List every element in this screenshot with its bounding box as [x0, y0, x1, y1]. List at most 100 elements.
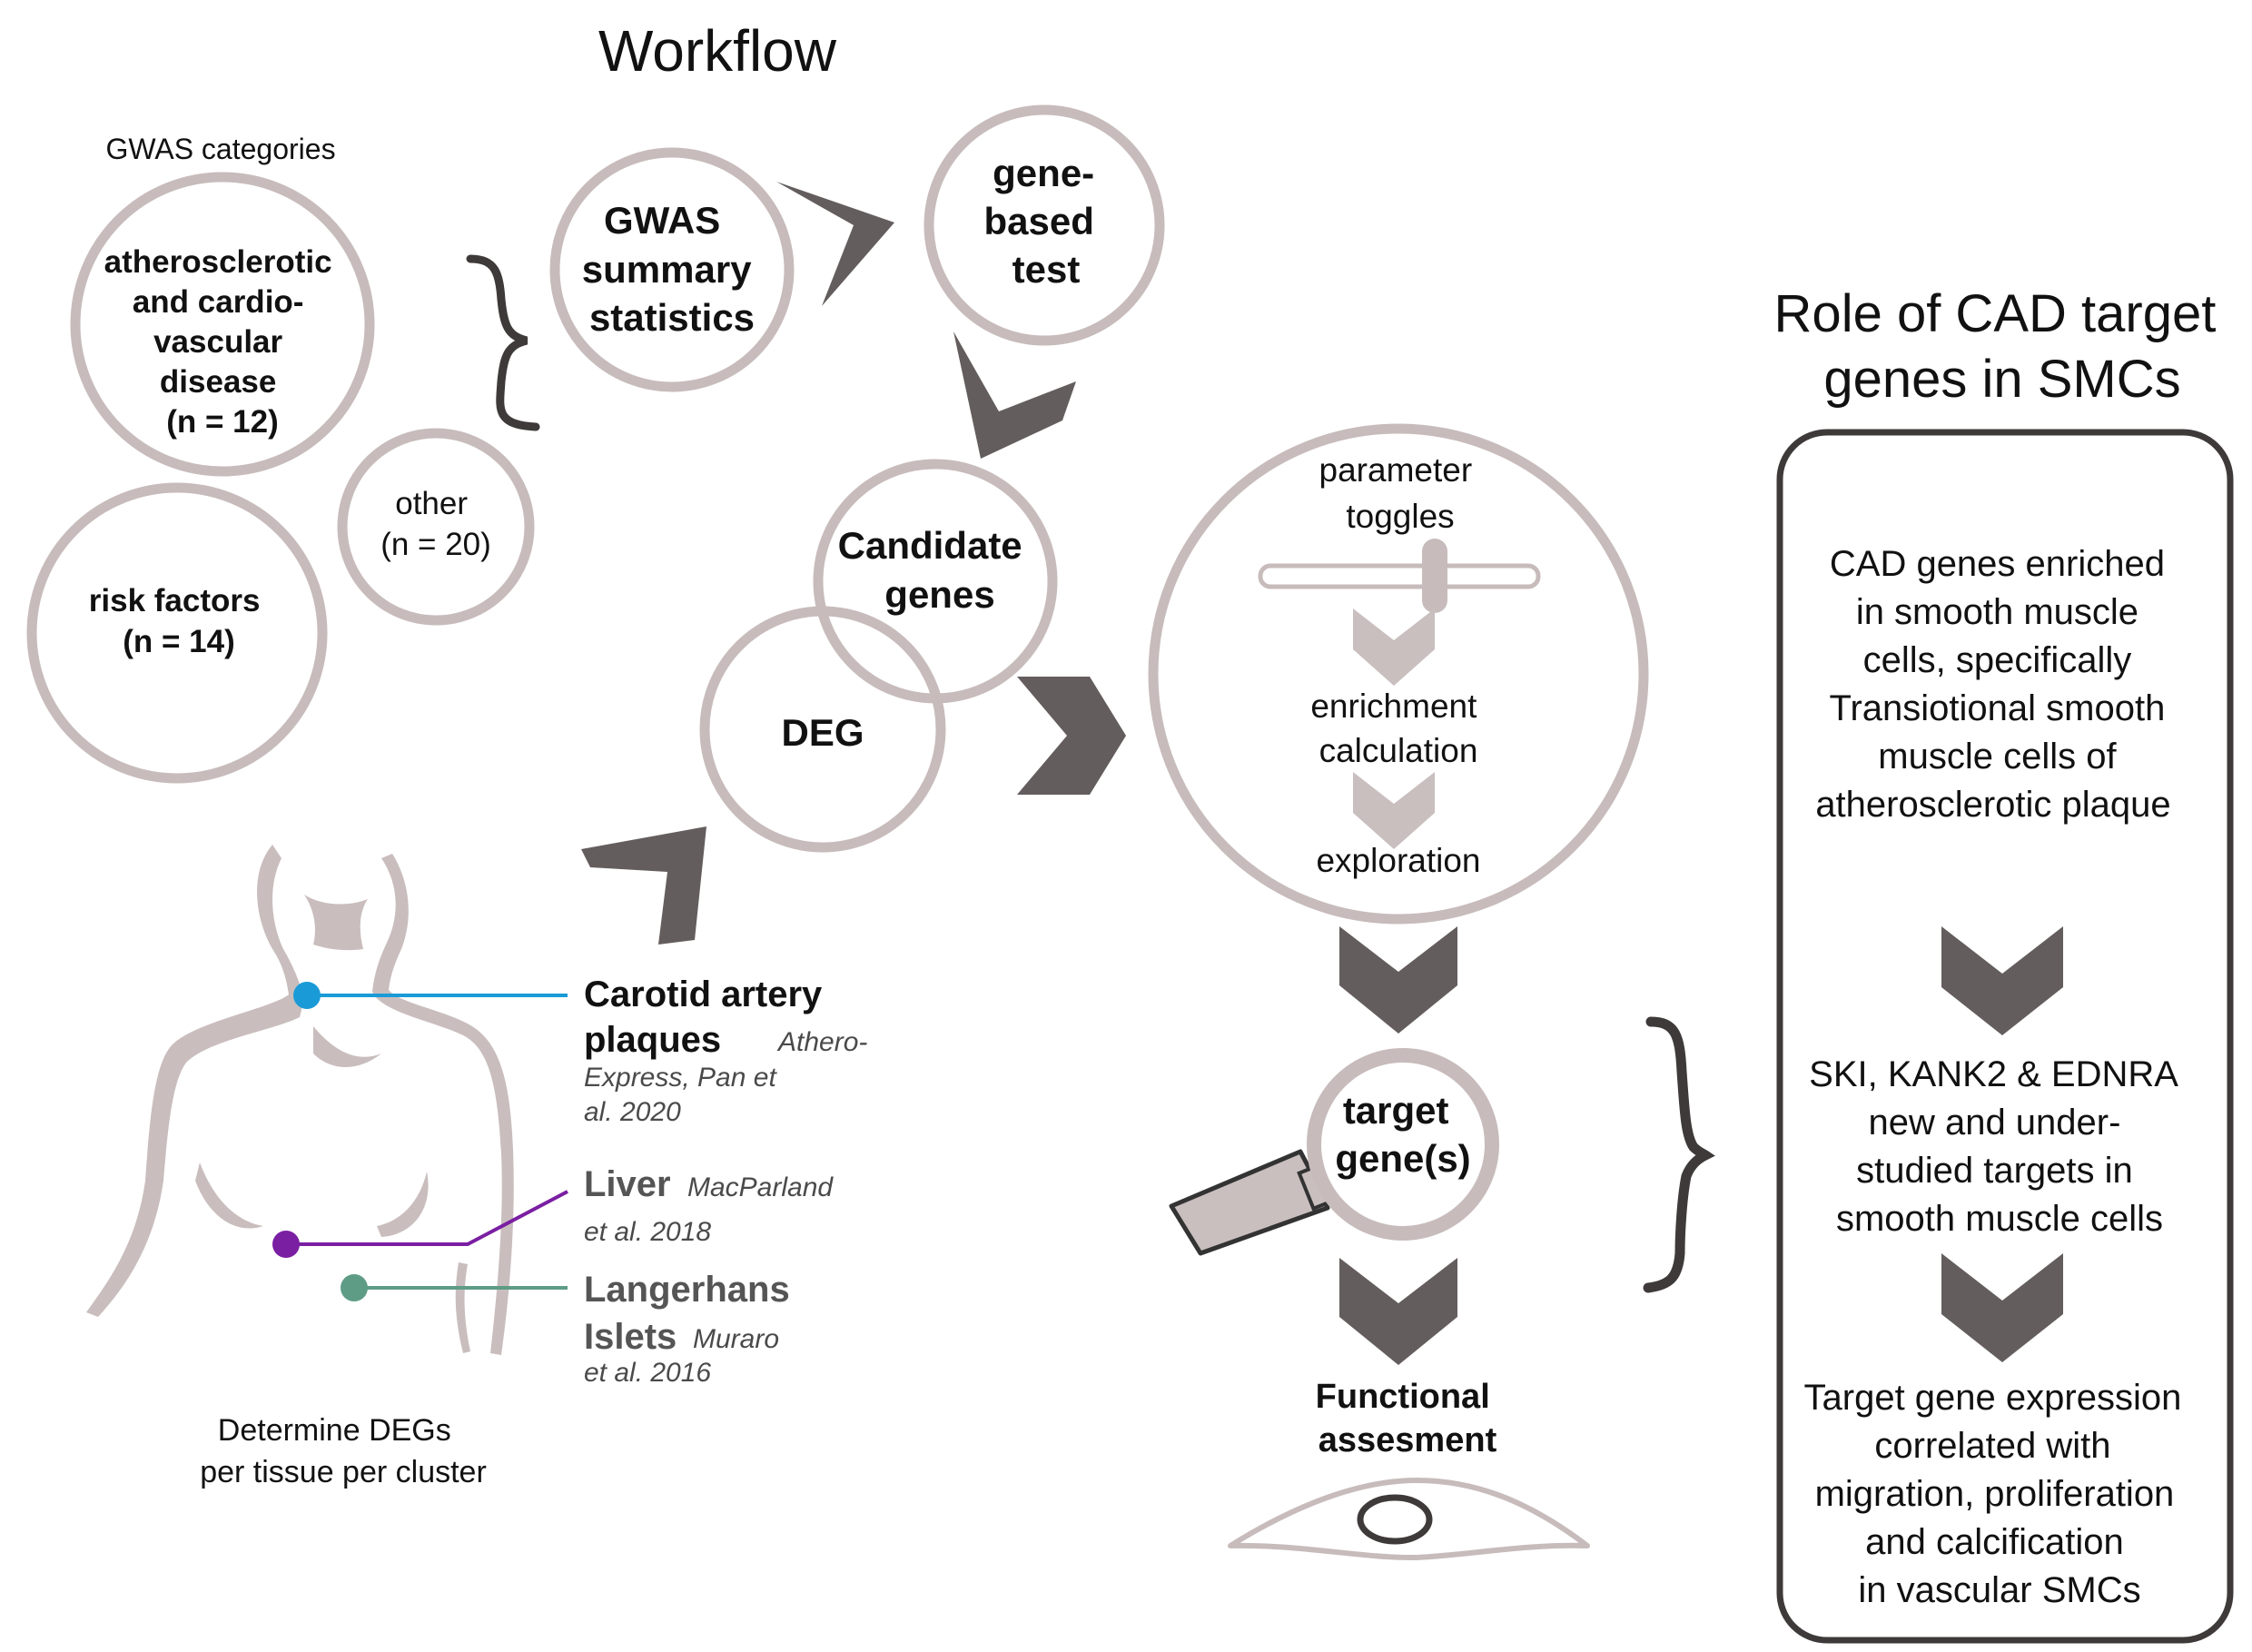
- parameter-slider-track: [1258, 563, 1541, 589]
- arrow-to-candidate-genes: [953, 331, 1076, 459]
- role-3-line-5: in vascular SMCs: [1858, 1570, 2140, 1610]
- role-2-line-1: SKI, KANK2 & EDNRA: [1809, 1054, 2178, 1094]
- smooth-muscle-cell-icon: [1228, 1478, 1590, 1561]
- athero-line-1: atherosclerotic: [104, 244, 332, 280]
- risk-line-1: risk factors: [89, 583, 261, 618]
- other-category-text: other (n = 20): [380, 486, 491, 562]
- arrow-to-target-genes: [1339, 926, 1457, 1034]
- target-line-2: gene(s): [1335, 1137, 1470, 1180]
- carotid-citation-1: Athero-: [776, 1027, 867, 1057]
- enrichment-line-2: calculation: [1319, 732, 1478, 769]
- role-arrow-2: [1941, 1253, 2063, 1362]
- athero-category-circle: [70, 172, 375, 477]
- other-category-circle: [337, 428, 535, 626]
- other-line-1: other: [395, 486, 468, 521]
- exploration-text: exploration: [1316, 842, 1480, 879]
- parameter-line-1: parameter: [1319, 451, 1473, 489]
- target-genes-text: target gene(s): [1335, 1089, 1470, 1180]
- arrow-to-enrichment: [1353, 608, 1435, 686]
- role-3-line-3: migration, proliferation: [1815, 1474, 2175, 1514]
- candidate-genes-text: Candidate genes: [838, 524, 1033, 616]
- carotid-name: Carotid artery plaques: [584, 974, 832, 1060]
- other-line-2: (n = 20): [380, 527, 491, 562]
- liver-citation-1: MacParland: [687, 1172, 834, 1202]
- arrow-to-gene-based-test: [776, 182, 894, 306]
- role-box-3-text: Target gene expression correlated with m…: [1804, 1378, 2192, 1610]
- candidate-genes-circle: [813, 459, 1058, 704]
- target-line-1: target: [1343, 1089, 1449, 1132]
- parameter-slider-handle: [1422, 539, 1447, 613]
- gbt-line-1: gene-: [993, 152, 1094, 194]
- gwas-summary-circle: [549, 147, 795, 392]
- carotid-citation-3: al. 2020: [584, 1097, 681, 1127]
- risk-factors-text: risk factors (n = 14): [89, 583, 269, 659]
- langerhans-name-line-2: Islets: [584, 1317, 677, 1357]
- role-1-line-4: Transiotional smooth: [1830, 688, 2166, 728]
- role-1-line-5: muscle cells of: [1878, 737, 2117, 777]
- risk-line-2: (n = 14): [123, 624, 235, 659]
- role-title-line-1: Role of CAD target: [1774, 284, 2217, 343]
- parameter-toggles-text: parameter toggles: [1319, 451, 1482, 535]
- role-panel: [1776, 429, 2234, 1644]
- athero-category-text: atherosclerotic and cardio- vascular dis…: [104, 244, 341, 440]
- gwas-categories-label: GWAS categories: [105, 133, 335, 165]
- role-brace: [1643, 1016, 1715, 1293]
- deg-caption: Determine DEGs per tissue per cluster: [200, 1413, 487, 1489]
- workflow-title: Workflow: [598, 18, 837, 84]
- candidate-line-1: Candidate: [838, 524, 1022, 567]
- role-1-line-1: CAD genes enriched: [1830, 544, 2165, 584]
- role-box-2-text: SKI, KANK2 & EDNRA new and under- studie…: [1809, 1054, 2187, 1239]
- arrow-to-deg: [581, 826, 706, 945]
- candidate-line-2: genes: [884, 573, 994, 616]
- langerhans-name-line-1: Langerhans: [584, 1270, 790, 1310]
- langerhans-name: Langerhans Islets: [584, 1270, 800, 1357]
- role-3-line-4: and calcification: [1865, 1522, 2124, 1562]
- gene-based-test-text: gene- based test: [983, 152, 1104, 291]
- role-box-1-text: CAD genes enriched in smooth muscle cell…: [1815, 544, 2175, 825]
- gwas-summary-text: GWAS summary statistics: [582, 199, 762, 339]
- langerhans-citation-1: Muraro: [693, 1324, 779, 1354]
- langerhans-citation-2: et al. 2016: [584, 1358, 711, 1388]
- athero-line-2: and cardio-: [133, 284, 304, 320]
- deg-label: DEG: [781, 711, 864, 754]
- analysis-circle: [1148, 423, 1649, 925]
- role-title: Role of CAD target genes in SMCs: [1774, 284, 2231, 409]
- role-2-line-2: new and under-: [1868, 1103, 2120, 1143]
- cell-nucleus-icon: [1357, 1494, 1433, 1545]
- summary-line-2: summary: [582, 248, 752, 291]
- gene-based-test-circle: [924, 104, 1165, 346]
- caption-line-1: Determine DEGs: [218, 1413, 451, 1448]
- magnifier-handle: [1169, 1149, 1330, 1256]
- categories-brace: [466, 254, 540, 431]
- enrichment-line-1: enrichment: [1310, 688, 1477, 725]
- magnifier-lens: [1307, 1048, 1499, 1241]
- caption-line-2: per tissue per cluster: [200, 1455, 487, 1489]
- enrichment-text: enrichment calculation: [1310, 688, 1486, 769]
- role-2-line-4: smooth muscle cells: [1836, 1199, 2163, 1239]
- role-1-line-6: atherosclerotic plaque: [1815, 785, 2170, 825]
- summary-line-3: statistics: [589, 296, 755, 339]
- arrow-to-exploration: [1353, 772, 1435, 849]
- carotid-name-line-1: Carotid artery: [584, 974, 823, 1014]
- functional-line-1: Functional: [1316, 1378, 1490, 1416]
- liver-line: [286, 1190, 568, 1246]
- body-silhouette: [86, 845, 514, 1355]
- arrow-to-analysis: [1017, 677, 1126, 795]
- carotid-dot: [293, 982, 321, 1009]
- athero-line-4: disease: [160, 364, 276, 400]
- summary-line-1: GWAS: [604, 199, 720, 242]
- role-2-line-3: studied targets in: [1856, 1151, 2133, 1191]
- athero-line-5: (n = 12): [166, 404, 279, 440]
- functional-assessment-text: Functional assesment: [1316, 1378, 1500, 1459]
- athero-line-3: vascular: [153, 324, 282, 360]
- liver-name: Liver: [584, 1164, 671, 1204]
- liver-dot: [272, 1231, 300, 1258]
- gbt-line-3: test: [1012, 248, 1081, 291]
- langerhans-dot: [341, 1274, 368, 1301]
- role-1-line-3: cells, specifically: [1863, 640, 2132, 680]
- arrow-to-functional-assessment: [1339, 1258, 1457, 1365]
- functional-line-2: assesment: [1319, 1421, 1497, 1459]
- gbt-line-2: based: [983, 200, 1093, 242]
- risk-factors-circle: [26, 482, 328, 784]
